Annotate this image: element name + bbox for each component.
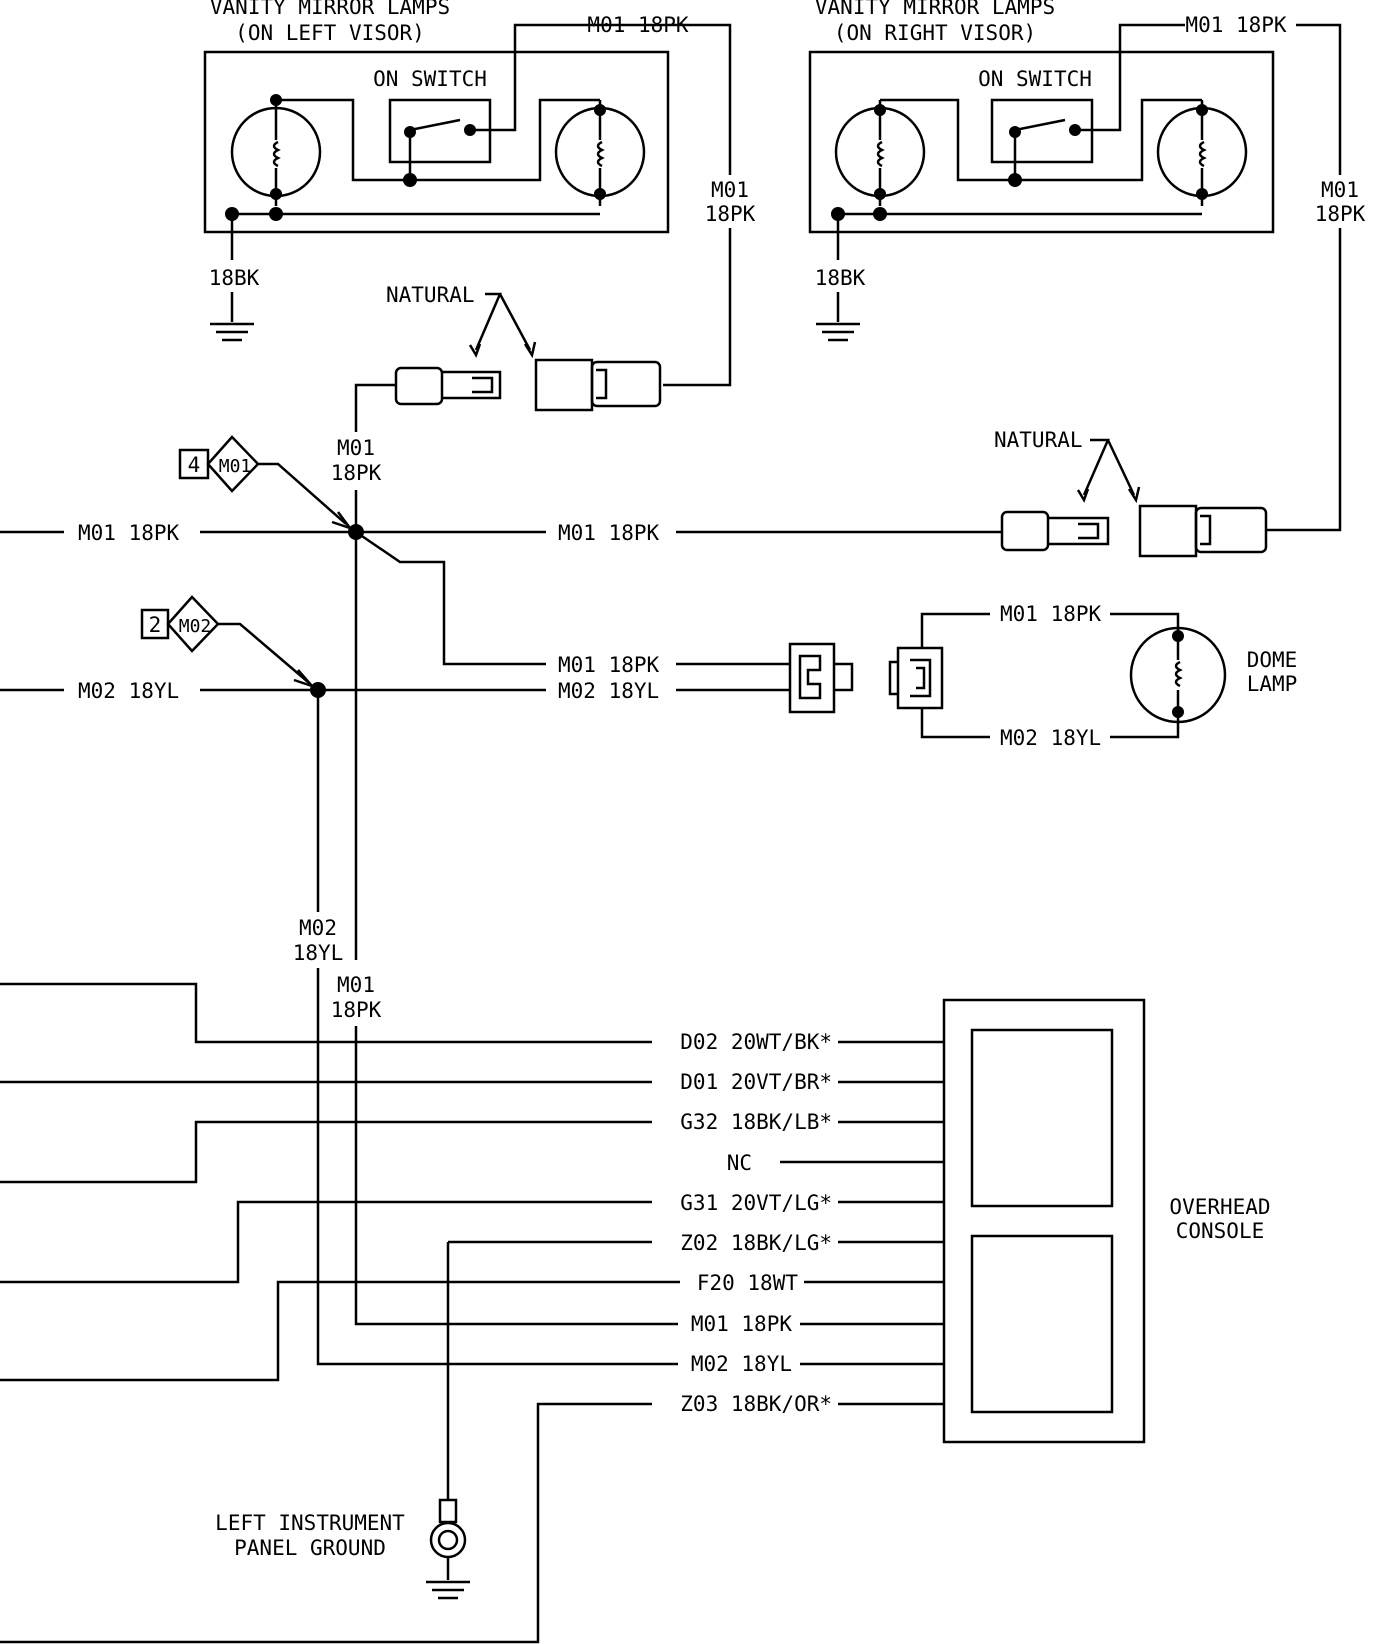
m01-right-label: M01 18PK bbox=[558, 521, 660, 545]
dome-lamp: M01 18PK M02 18YL DOME LAMP bbox=[788, 602, 1298, 750]
dome-lamp-label-2: LAMP bbox=[1247, 672, 1298, 696]
natural-right-plug-a bbox=[1000, 510, 1050, 552]
console-pin-9: M02 18YL bbox=[691, 1352, 792, 1376]
m02-down-label-1: M02 bbox=[299, 916, 337, 940]
vanity-left-housing bbox=[203, 50, 670, 234]
console-pin-1: D02 20WT/BK* bbox=[680, 1030, 832, 1054]
natural-left-plug-c bbox=[590, 360, 662, 408]
natural-left-plug-a bbox=[394, 366, 444, 406]
console-module-top bbox=[970, 1028, 1114, 1208]
left-instrument-panel-ground: LEFT INSTRUMENT PANEL GROUND bbox=[215, 1242, 470, 1600]
natural-left-plug-b bbox=[534, 358, 594, 412]
vanity-mirror-left: VANITY MIRROR LAMPS (ON LEFT VISOR) ON S… bbox=[203, 0, 756, 387]
overhead-console: M01 18PK OVERHEAD CONSOLE D02 20WT/BK* D… bbox=[0, 973, 1271, 1644]
dome-side-m02-label: M02 18YL bbox=[1000, 726, 1101, 750]
m01-vertical-label-1: M01 bbox=[337, 436, 375, 460]
vanity-right-title-1: VANITY MIRROR LAMPS bbox=[815, 0, 1055, 19]
dome-lamp-label-1: DOME bbox=[1247, 648, 1298, 672]
dome-m01-label: M01 18PK bbox=[558, 653, 660, 677]
console-pin-2: D01 20VT/BR* bbox=[680, 1070, 832, 1094]
console-pin-6: Z02 18BK/LG* bbox=[680, 1231, 832, 1255]
vanity-right-switch-label: ON SWITCH bbox=[978, 67, 1092, 91]
vanity-mirror-right: VANITY MIRROR LAMPS (ON RIGHT VISOR) ON … bbox=[808, 0, 1366, 532]
natural-right-plug-c bbox=[1194, 506, 1268, 554]
vanity-left-title-2: (ON LEFT VISOR) bbox=[235, 21, 425, 45]
m01-left-label: M01 18PK bbox=[78, 521, 180, 545]
console-housing bbox=[942, 998, 1146, 1444]
console-module-bottom bbox=[970, 1234, 1114, 1414]
vanity-left-switch-label: ON SWITCH bbox=[373, 67, 487, 91]
vanity-right-housing bbox=[808, 50, 1275, 234]
vanity-left-title-1: VANITY MIRROR LAMPS bbox=[210, 0, 450, 19]
vanity-right-feed-side-1: M01 bbox=[1321, 178, 1359, 202]
vanity-left-feed-top: M01 18PK bbox=[587, 13, 689, 37]
m02-down-label-2: 18YL bbox=[293, 941, 344, 965]
m02-ref-num: 2 bbox=[149, 613, 162, 637]
vanity-right-title-2: (ON RIGHT VISOR) bbox=[834, 21, 1036, 45]
dome-side-m01-label: M01 18PK bbox=[1000, 602, 1102, 626]
m01-ref-code: M01 bbox=[219, 456, 252, 477]
vanity-left-feed-side-2: 18PK bbox=[705, 202, 756, 226]
natural-right-label: NATURAL bbox=[994, 428, 1083, 452]
vanity-right-feed-top: M01 18PK bbox=[1185, 13, 1287, 37]
console-pin-4: NC bbox=[727, 1151, 752, 1175]
natural-right-plug-b bbox=[1138, 504, 1198, 558]
vanity-right-ground-wire: 18BK bbox=[815, 266, 866, 290]
ground-label-2: PANEL GROUND bbox=[234, 1536, 386, 1560]
console-pin-5: G31 20VT/LG* bbox=[680, 1191, 832, 1215]
vanity-right-feed-side-2: 18PK bbox=[1315, 202, 1366, 226]
dome-connector-a bbox=[788, 642, 836, 714]
m01-down-label-2: 18PK bbox=[331, 998, 382, 1022]
console-pin-3: G32 18BK/LB* bbox=[680, 1110, 832, 1134]
m01-vertical-label-2: 18PK bbox=[331, 461, 382, 485]
console-pin-8: M01 18PK bbox=[691, 1312, 793, 1336]
splice-m02: M02 18YL M02 18YL 2 M02 M02 18YL bbox=[0, 595, 790, 1366]
ground-label-1: LEFT INSTRUMENT bbox=[215, 1511, 405, 1535]
m01-down-label-1: M01 bbox=[337, 973, 375, 997]
m02-ref-code: M02 bbox=[179, 616, 212, 637]
console-label-2: CONSOLE bbox=[1176, 1219, 1265, 1243]
m01-ref-num: 4 bbox=[188, 453, 201, 477]
natural-left-label: NATURAL bbox=[386, 283, 475, 307]
ground-lug-eye bbox=[429, 1521, 467, 1559]
console-pin-7: F20 18WT bbox=[697, 1271, 799, 1295]
vanity-left-ground-wire: 18BK bbox=[209, 266, 260, 290]
dome-connector-b bbox=[896, 646, 944, 710]
natural-connector-right: NATURAL bbox=[994, 428, 1268, 558]
natural-connector-left: NATURAL bbox=[354, 283, 662, 432]
ground-lug-top bbox=[438, 1498, 458, 1524]
console-label-1: OVERHEAD bbox=[1169, 1195, 1270, 1219]
dome-m02-label: M02 18YL bbox=[558, 679, 659, 703]
m02-left-label: M02 18YL bbox=[78, 679, 179, 703]
vanity-left-feed-side-1: M01 bbox=[711, 178, 749, 202]
splice-m01: M01 18PK M01 18PK M01 18PK 4 M01 M01 18P… bbox=[0, 435, 1002, 960]
console-pin-10: Z03 18BK/OR* bbox=[680, 1392, 832, 1416]
